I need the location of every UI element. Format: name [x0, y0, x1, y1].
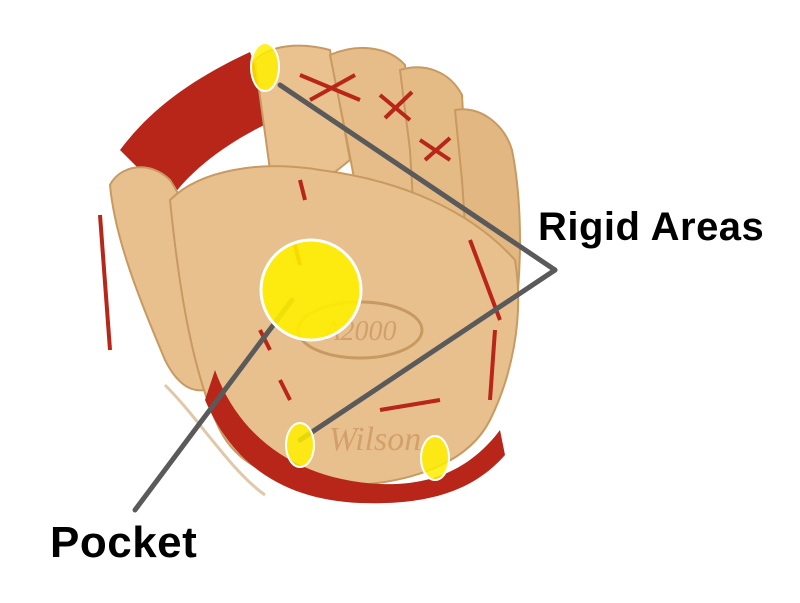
- pointer-line-pocket: [132, 297, 295, 513]
- rigid-areas-label: Rigid Areas: [538, 205, 765, 249]
- pointer-line-rigid-bottom: [297, 267, 558, 443]
- pocket-marker: [259, 238, 363, 342]
- rigid-area-marker-bottom-right: [420, 435, 450, 481]
- tan-lace-string: [163, 383, 266, 497]
- rigid-area-marker-bottom-left: [285, 422, 315, 468]
- pocket-label: Pocket: [50, 518, 198, 567]
- glove-web: [120, 52, 275, 200]
- highlight-markers: [250, 42, 450, 481]
- brand-stamp-text: Wilson: [329, 421, 422, 458]
- left-lace-string: [98, 214, 112, 351]
- rigid-area-marker-top: [250, 42, 280, 92]
- pointer-line-rigid-top: [277, 82, 558, 273]
- glove-heel-lace: [205, 370, 505, 504]
- pointer-lines: [132, 82, 558, 513]
